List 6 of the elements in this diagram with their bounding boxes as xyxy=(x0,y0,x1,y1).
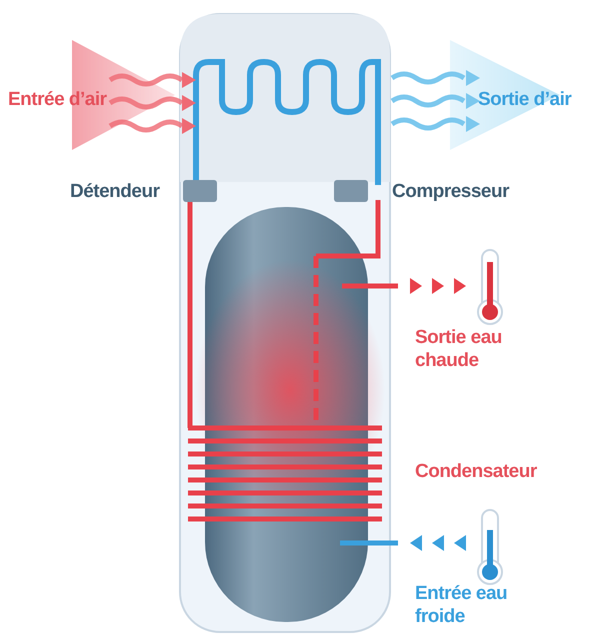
part-label: Sortie eau chaude xyxy=(415,326,503,372)
part-label: Entrée eau froide xyxy=(415,582,508,628)
part-label: Condensateur xyxy=(415,460,538,483)
part-label: Détendeur xyxy=(70,180,161,203)
part-label: Compresseur xyxy=(392,180,510,203)
part-label: Sortie d’air xyxy=(478,88,572,111)
